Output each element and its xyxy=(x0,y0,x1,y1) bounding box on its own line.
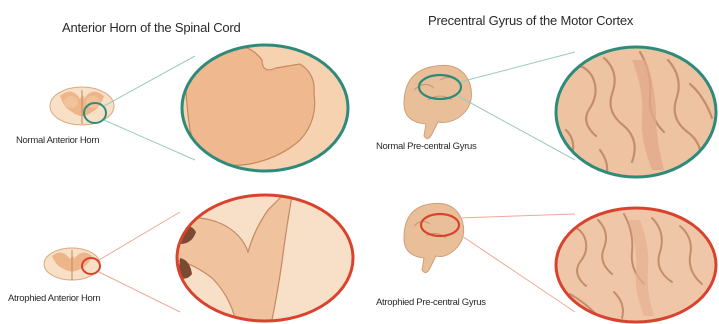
atrophied-gyrus-guide-line xyxy=(458,214,575,218)
normal-horn-guide-line xyxy=(104,56,195,106)
normal-horn-magnified xyxy=(180,40,350,180)
normal-horn-guide-line xyxy=(104,120,195,160)
atrophied-spinal-cord-icon xyxy=(44,248,100,280)
normal-gyrus-magnified xyxy=(550,40,719,190)
atrophied-horn-guide-line xyxy=(99,212,180,260)
normal-gyrus-guide-line xyxy=(460,52,575,82)
atrophied-horn-magnified xyxy=(170,190,360,324)
atrophied-horn-guide-line xyxy=(99,272,180,312)
normal-brain-icon xyxy=(404,65,472,138)
